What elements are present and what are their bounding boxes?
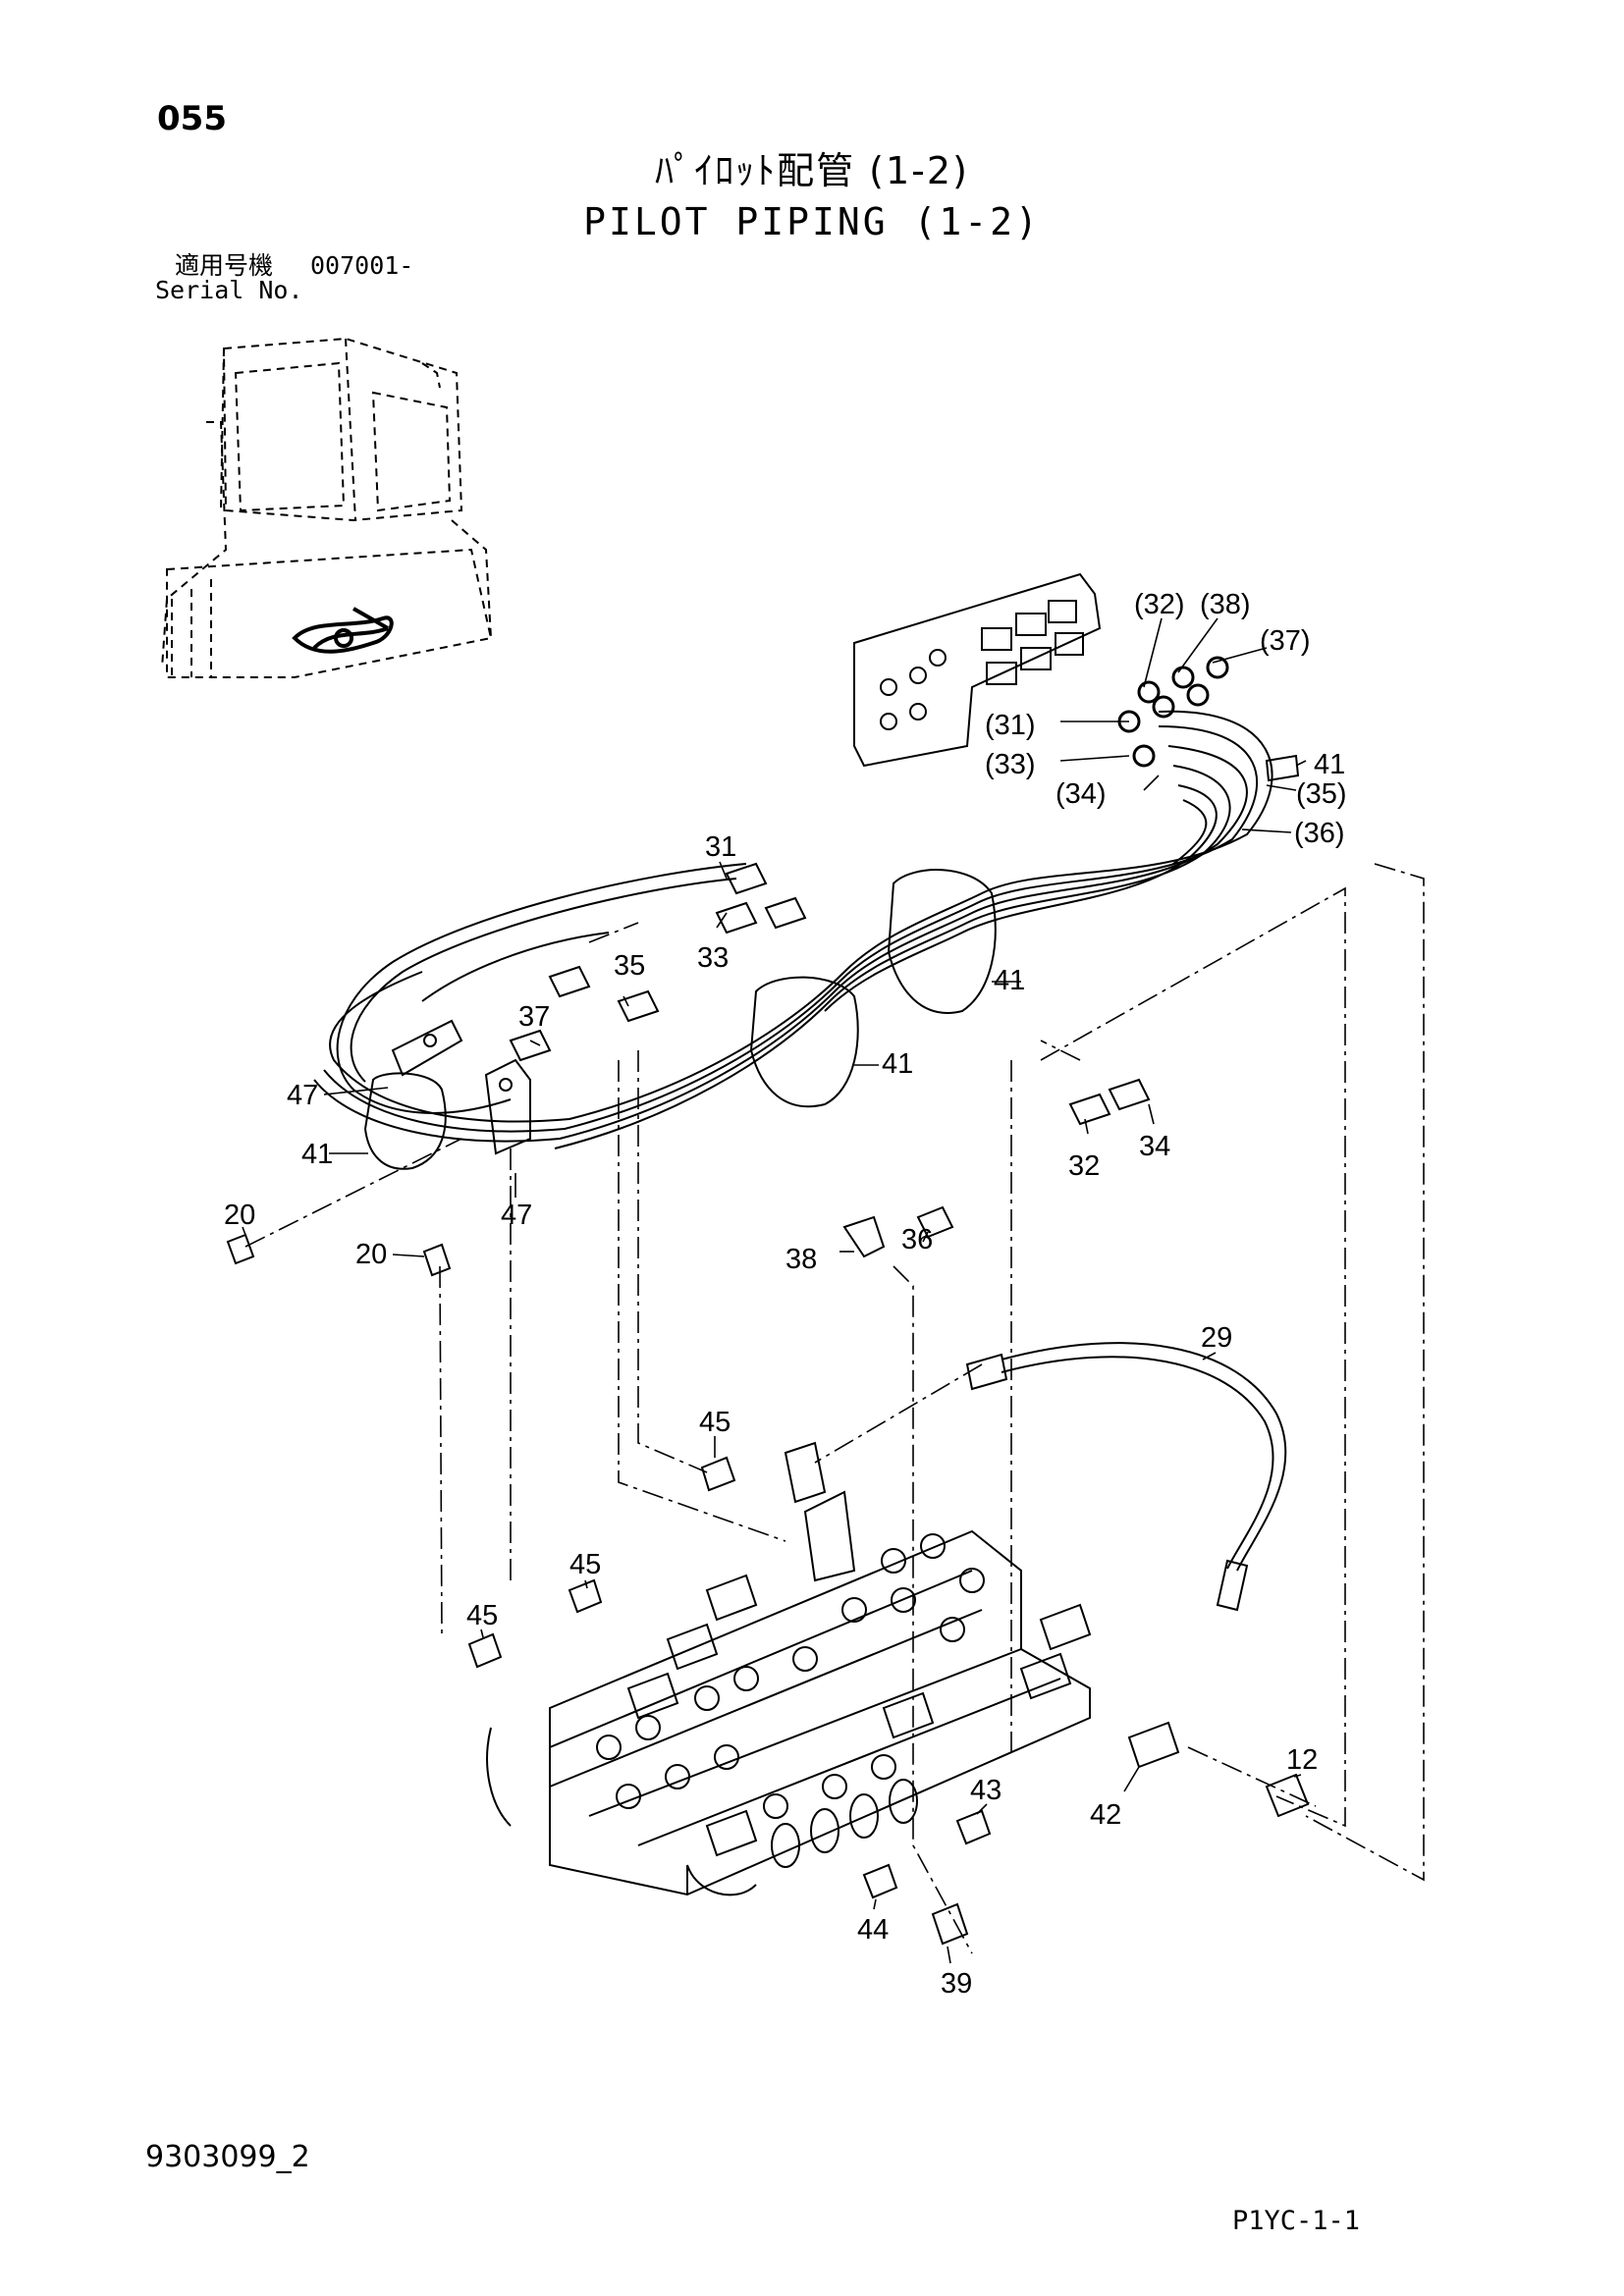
callout-45-top: 45 [699, 1407, 731, 1438]
callout-12: 12 [1286, 1744, 1318, 1776]
left-hose-loop [336, 863, 747, 1114]
callout-31: 31 [705, 831, 736, 863]
callout-36: 36 [901, 1224, 933, 1255]
callout-20-left: 20 [224, 1200, 255, 1231]
drawing-number: 9303099_2 [145, 2140, 310, 2174]
callout-41-middle-clamp: 41 [882, 1048, 913, 1080]
callout-38: 38 [785, 1244, 817, 1275]
page-number: 055 [157, 99, 227, 138]
callout-41-bracket: 41 [1314, 749, 1345, 780]
center-lines [244, 863, 1425, 1954]
callout-35: 35 [614, 950, 645, 982]
upper-bracket-plate [853, 572, 1102, 768]
title-japanese: ﾊﾟｲﾛｯﾄ配管 (1-2) [655, 149, 969, 192]
callout-31-ref: (31) [985, 710, 1036, 741]
callout-20-lower: 20 [355, 1239, 387, 1270]
callout-39: 39 [941, 1968, 972, 2000]
hose-bundle [313, 710, 1273, 1149]
callout-32: 32 [1068, 1150, 1100, 1182]
callout-34-ref: (34) [1056, 778, 1107, 810]
control-valve-block [486, 1490, 1092, 1896]
serial-label-japanese: 適用号機 [175, 251, 274, 280]
callout-33: 33 [697, 942, 729, 974]
callout-labels: (32) (38) (37) (31) (33) (34) 41 (35) (3… [224, 589, 1347, 2000]
brackets-47 [391, 1019, 531, 1155]
callout-29: 29 [1201, 1322, 1232, 1354]
pilot-piping-highlight [292, 607, 394, 654]
callout-47-upper: 47 [287, 1080, 318, 1111]
hose-29 [965, 1342, 1287, 1612]
callout-41-left-clamp: 41 [301, 1139, 333, 1170]
callout-38-ref: (38) [1200, 589, 1251, 620]
callout-35-ref: (35) [1296, 778, 1347, 810]
machine-overview-sketch [161, 337, 493, 678]
callout-37: 37 [518, 1001, 550, 1033]
serial-label-english: Serial No. [155, 276, 303, 304]
connector-plugs [1117, 656, 1229, 768]
page-code: P1YC-1-1 [1232, 2206, 1361, 2236]
title-english: PILOT PIPING (1-2) [583, 200, 1041, 243]
callout-45-left: 45 [466, 1600, 498, 1631]
callout-45-middle: 45 [569, 1549, 601, 1580]
callout-33-ref: (33) [985, 749, 1036, 780]
clamps [363, 754, 1300, 1170]
callout-42: 42 [1090, 1799, 1121, 1831]
fittings [226, 1233, 1310, 1946]
callout-36-ref: (36) [1294, 818, 1345, 849]
leader-lines [242, 617, 1307, 1964]
callout-47-lower: 47 [501, 1200, 532, 1231]
hose-fittings [509, 862, 1151, 1258]
serial-range: 007001- [310, 251, 414, 280]
callout-44: 44 [857, 1914, 889, 1946]
callout-37-ref: (37) [1260, 625, 1311, 657]
callout-41-upper-clamp: 41 [994, 965, 1025, 996]
callout-43: 43 [970, 1775, 1001, 1806]
callout-32-ref: (32) [1134, 589, 1185, 620]
callout-34: 34 [1139, 1131, 1170, 1162]
